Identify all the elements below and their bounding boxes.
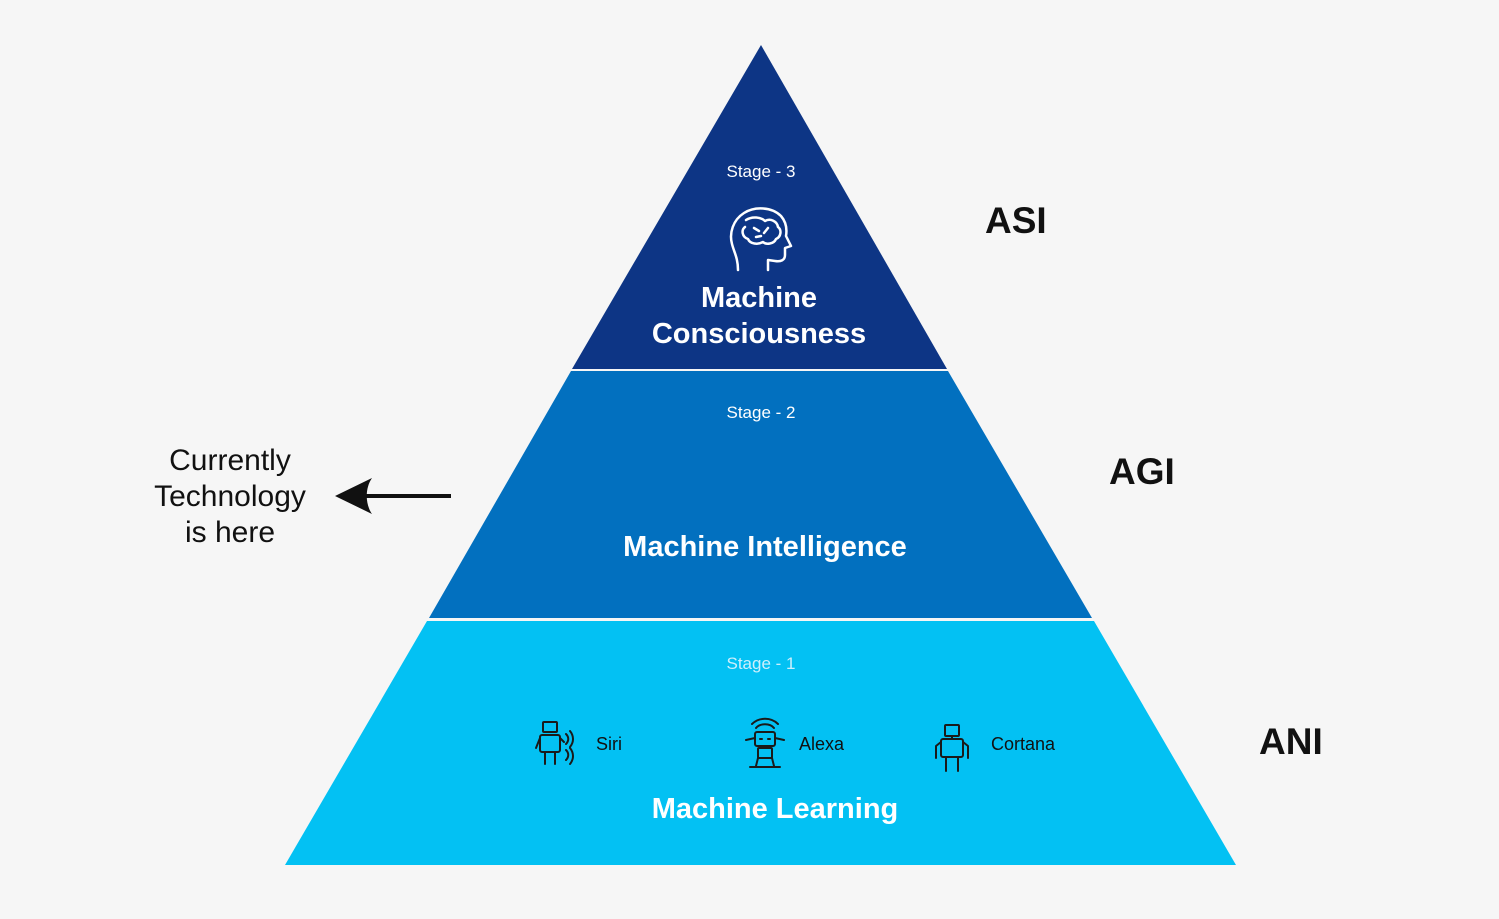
annotation-line-3: is here — [185, 516, 275, 549]
alexa-robot-icon — [745, 717, 785, 768]
annotation-line-1: Currently — [169, 444, 291, 477]
stage-1-title: Machine Learning — [652, 793, 899, 825]
side-label-asi: ASI — [985, 200, 1047, 241]
annotation-line-2: Technology — [154, 480, 306, 513]
assistant-cortana-label: Cortana — [991, 734, 1056, 754]
cortana-robot-icon — [935, 724, 969, 772]
side-label-ani: ANI — [1259, 721, 1323, 762]
tier-stage-2 — [429, 371, 1092, 618]
assistant-siri-label: Siri — [596, 734, 622, 754]
stage-1-label: Stage - 1 — [727, 654, 796, 673]
brain-head-icon — [729, 207, 793, 272]
stage-2-label: Stage - 2 — [727, 403, 796, 422]
assistant-alexa-label: Alexa — [799, 734, 845, 754]
side-label-agi: AGI — [1109, 451, 1175, 492]
stage-3-title-line1: Machine — [701, 282, 817, 314]
stage-3-title-line2: Consciousness — [652, 318, 866, 350]
siri-robot-icon — [535, 721, 574, 765]
tier-stage-1 — [285, 621, 1236, 865]
arrow-left-icon — [335, 478, 451, 514]
stage-2-title: Machine Intelligence — [623, 531, 907, 563]
stage-3-label: Stage - 3 — [727, 162, 796, 181]
tier-stage-3 — [572, 45, 947, 369]
